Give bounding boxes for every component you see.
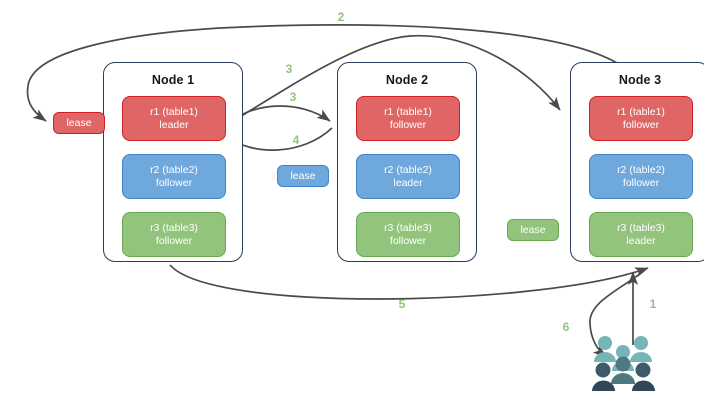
- lease-table2-badge[interactable]: lease: [277, 165, 329, 187]
- node-3-replica-r3[interactable]: r3 (table3) leader: [589, 212, 693, 257]
- step-4-label: 4: [292, 133, 300, 147]
- node-2-replica-r2-line1: r2 (table2): [384, 163, 432, 176]
- lease-table1-badge[interactable]: lease: [53, 112, 105, 134]
- node-2-replica-r1[interactable]: r1 (table1) follower: [356, 96, 460, 141]
- node-1-replica-r2[interactable]: r2 (table2) follower: [122, 154, 226, 199]
- node-2-replica-r2-line2: leader: [393, 176, 423, 189]
- node-2-replica-r2[interactable]: r2 (table2) leader: [356, 154, 460, 199]
- node-1-title: Node 1: [151, 73, 195, 87]
- step-5-label: 5: [398, 297, 406, 311]
- node-2-title: Node 2: [385, 73, 429, 87]
- users-icon: [592, 336, 655, 391]
- node-3-replica-r2-line2: follower: [622, 176, 660, 189]
- node-3-box[interactable]: Node 3 r1 (table1) follower r2 (table2) …: [570, 62, 704, 262]
- node-1-replica-r3[interactable]: r3 (table3) follower: [122, 212, 226, 257]
- node-3-title: Node 3: [618, 73, 662, 87]
- step-3-lower-label: 3: [289, 90, 297, 104]
- node-3-replica-r1[interactable]: r1 (table1) follower: [589, 96, 693, 141]
- node-1-replica-r1-line1: r1 (table1): [150, 105, 198, 118]
- node-3-replica-r1-line1: r1 (table1): [617, 105, 665, 118]
- node-2-replica-r1-line1: r1 (table1): [384, 105, 432, 118]
- node-3-replica-r3-line2: leader: [626, 234, 656, 247]
- edge-5-response-to-node3: [169, 264, 649, 300]
- node-1-replica-r2-line2: follower: [155, 176, 193, 189]
- node-1-replica-r1[interactable]: r1 (table1) leader: [122, 96, 226, 141]
- node-2-box[interactable]: Node 2 r1 (table1) follower r2 (table2) …: [337, 62, 477, 262]
- node-2-replica-r1-line2: follower: [389, 118, 427, 131]
- node-2-replica-r3-line1: r3 (table3): [384, 221, 432, 234]
- node-1-replica-r3-line2: follower: [155, 234, 193, 247]
- step-1-label: 1: [649, 297, 657, 311]
- node-1-replica-r1-line2: leader: [159, 118, 189, 131]
- node-2-replica-r3-line2: follower: [389, 234, 427, 247]
- node-1-box[interactable]: Node 1 r1 (table1) leader r2 (table2) fo…: [103, 62, 243, 262]
- lease-table3-badge[interactable]: lease: [507, 219, 559, 241]
- node-1-replica-r2-line1: r2 (table2): [150, 163, 198, 176]
- step-6-label: 6: [562, 320, 570, 334]
- node-2-replica-r3[interactable]: r3 (table3) follower: [356, 212, 460, 257]
- node-3-replica-r2[interactable]: r2 (table2) follower: [589, 154, 693, 199]
- node-1-replica-r3-line1: r3 (table3): [150, 221, 198, 234]
- step-2-label: 2: [337, 10, 345, 24]
- step-3-upper-label: 3: [285, 62, 293, 76]
- node-3-replica-r3-line1: r3 (table3): [617, 221, 665, 234]
- node-3-replica-r2-line1: r2 (table2): [617, 163, 665, 176]
- node-3-replica-r1-line2: follower: [622, 118, 660, 131]
